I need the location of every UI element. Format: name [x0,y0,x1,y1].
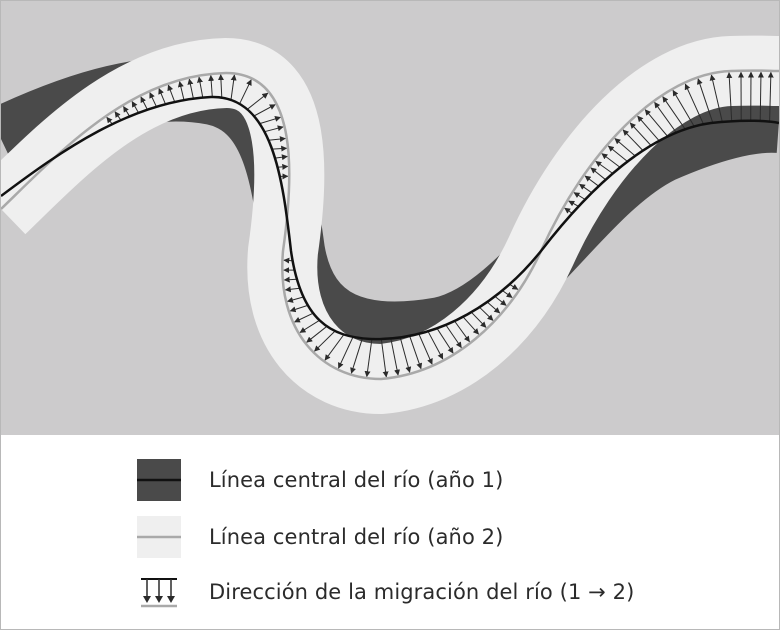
migration-arrow [427,331,444,360]
migration-arrow [590,167,606,181]
migration-arrow [187,78,194,99]
migration-arrow [350,338,363,374]
migration-arrow [696,78,714,123]
migration-arrow [284,286,300,293]
migration-arrow [106,116,113,125]
year-2-swatch [137,516,181,558]
year-1-swatch [137,459,181,501]
migration-arrow [595,160,614,174]
migration-arrow [239,79,252,105]
migration-arrow [314,330,336,352]
migration-arrow [644,109,669,137]
legend-item-year-2: Línea central del río (año 2) [137,516,503,558]
migration-arrow [399,337,412,373]
migration-arrow [158,88,166,105]
river-migration-diagram [1,1,779,435]
migration-arrow [486,301,501,314]
migration-arrows [106,71,774,378]
migration-arrow [167,84,176,103]
legend-item-year-1: Línea central del río (año 1) [137,459,503,501]
migration-arrow [338,336,354,369]
migration-arrow [462,316,480,335]
migration-arrow [579,183,593,194]
migration-arrow [470,311,487,328]
migration-arrow [684,83,704,125]
legend-label-year-1: Línea central del río (año 1) [209,468,504,492]
migration-arrow [614,138,636,157]
migration-arrow [289,304,308,313]
migration-arrow [230,74,237,100]
migration-arrow [380,338,389,378]
migration-arrow [601,153,621,168]
migration-arrow [662,96,686,130]
migration-arrow [283,257,293,264]
migration-arrow [390,338,400,376]
migration-arrow [607,145,628,162]
migration-arrows-icon [137,571,181,613]
migration-arrow [268,136,286,143]
migration-arrow [584,175,600,187]
migration-arrow [479,306,494,321]
migration-arrow [573,192,586,200]
migration-arrow [306,325,328,343]
migration-arrow [246,92,269,110]
migration-arrow [149,92,157,107]
migration-arrow [568,200,579,207]
migration-arrow [131,100,139,114]
migration-arrow [409,335,423,370]
migration-arrow [364,338,373,378]
migration-arrow [324,334,345,361]
legend-item-migration: Dirección de la migración del río (1 → 2… [137,571,634,613]
migration-arrow [259,116,281,125]
legend: Línea central del río (año 1) Línea cent… [1,435,779,629]
migration-arrow [622,129,644,151]
migration-arrow [726,72,733,122]
migration-arrow [564,207,573,214]
migration-arrow [709,74,723,123]
migration-arrow [217,74,224,98]
migration-arrow [654,101,677,133]
migration-arrow [271,145,288,152]
migration-arrow [418,333,433,365]
migration-arrow [509,283,519,290]
migration-arrow [436,328,454,354]
migration-arrow [494,296,507,306]
migration-arrow [123,105,131,117]
migration-arrow [140,96,148,110]
migration-arrow [445,324,462,349]
migration-arrow [672,89,695,127]
migration-arrow [253,104,276,117]
migration-arrow [274,154,288,161]
migration-arrow [287,296,304,303]
legend-label-year-2: Línea central del río (año 2) [209,525,504,549]
migration-arrow [629,122,652,146]
migration-arrow [197,76,204,98]
legend-label-migration: Dirección de la migración del río (1 → 2… [209,580,635,604]
migration-arrow [294,312,314,323]
migration-arrow [767,71,774,122]
centerline-year-1 [1,95,779,341]
migration-arrow [637,115,660,142]
migration-arrow [177,81,185,101]
centerline-year-2 [1,69,779,381]
migration-arrow [264,125,284,133]
migration-arrow [208,74,215,98]
migration-arrow [277,163,289,170]
migration-arrow [502,290,513,298]
migration-arrow [114,111,122,121]
migration-arrow [454,320,470,343]
migration-arrow [299,319,320,333]
migration-arrow [283,276,297,283]
migration-arrow [757,71,764,122]
